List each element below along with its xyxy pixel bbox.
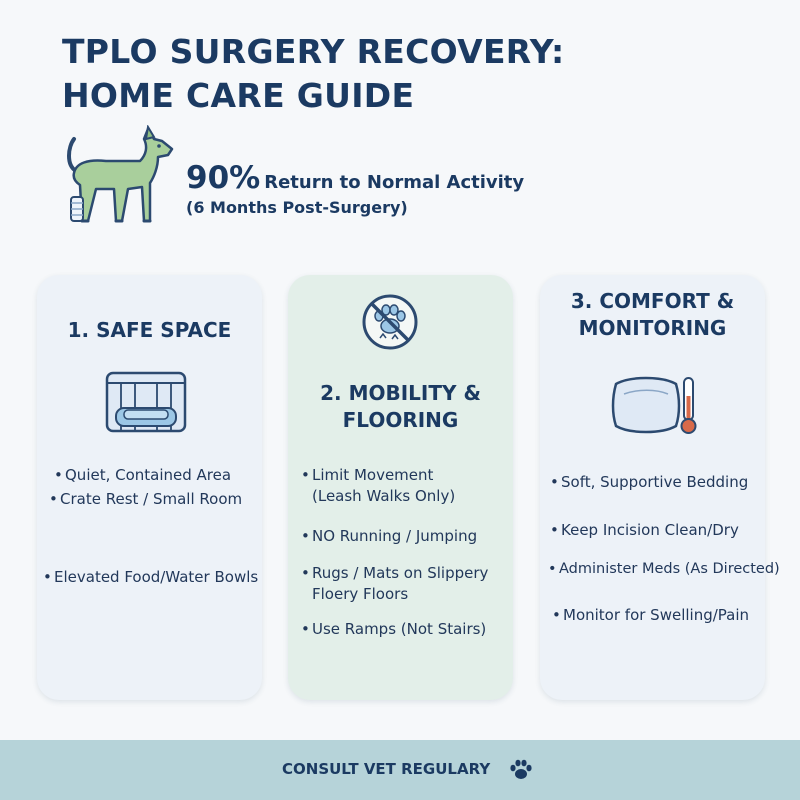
- list-item: • Use Ramps (Not Stairs): [301, 619, 487, 640]
- bullet: •: [301, 527, 310, 545]
- list-item: • Soft, Supportive Bedding: [550, 472, 749, 493]
- list-item: • Crate Rest / Small Room: [49, 489, 243, 510]
- list-item: • Monitor for Swelling/Pain: [552, 605, 750, 626]
- list-item: • Administer Meds (As Directed): [548, 559, 780, 580]
- bullet: •: [49, 490, 58, 508]
- card-mobility-flooring: 2. MOBILITY & FLOORING • Limit Movement …: [288, 275, 513, 700]
- list-item-text: (Leash Walks Only): [312, 487, 456, 505]
- card-heading: 3. COMFORT & MONITORING: [540, 288, 765, 342]
- list-item-text: Soft, Supportive Bedding: [561, 473, 749, 491]
- no-paw-slipping-icon: [362, 294, 418, 350]
- list-item-text: Use Ramps (Not Stairs): [312, 620, 487, 638]
- bullet: •: [43, 568, 52, 586]
- crate-icon: [105, 371, 187, 433]
- stat-label: Return to Normal Activity: [264, 172, 525, 193]
- list-item-text: NO Running / Jumping: [312, 527, 478, 545]
- bandaged-dog-icon: [67, 125, 174, 223]
- card-comfort-monitoring: 3. COMFORT & MONITORING • Soft, Supporti…: [540, 275, 780, 700]
- list-item-text: Administer Meds (As Directed): [559, 561, 780, 577]
- list-item-text: Keep Incision Clean/Dry: [561, 521, 739, 539]
- footer-banner: CONSULT VET REGULARY: [0, 740, 800, 800]
- list-item-text: Elevated Food/Water Bowls: [54, 568, 259, 586]
- list-item: • Limit Movement (Leash Walks Only): [301, 465, 456, 507]
- card-heading-line: 2. MOBILITY &: [320, 381, 481, 405]
- list-item: • Elevated Food/Water Bowls: [43, 567, 259, 588]
- list-item: • Keep Incision Clean/Dry: [550, 520, 739, 541]
- card-heading-line: 1. SAFE SPACE: [67, 318, 232, 342]
- list-item-text: Floery Floors: [312, 585, 409, 603]
- list-item: • NO Running / Jumping: [301, 526, 478, 547]
- list-item-text: Rugs / Mats on Slippery: [312, 564, 489, 582]
- list-item-text: Quiet, Contained Area: [65, 466, 232, 484]
- list-item-text: Crate Rest / Small Room: [60, 490, 243, 508]
- card-heading: 1. SAFE SPACE: [37, 317, 262, 344]
- bullet: •: [301, 466, 310, 484]
- bullet: •: [301, 564, 310, 582]
- list-item-text: Monitor for Swelling/Pain: [563, 606, 750, 624]
- footer-text: CONSULT VET REGULARY: [282, 760, 491, 778]
- recovery-stat: 90%Return to Normal Activity (6 Months P…: [186, 160, 524, 217]
- card-heading-line: 3. COMFORT &: [570, 289, 735, 313]
- bullet: •: [548, 561, 557, 577]
- bullet: •: [550, 521, 559, 539]
- title-line-1: TPLO SURGERY RECOVERY:: [62, 32, 565, 71]
- pillow-thermometer-icon: [611, 376, 697, 434]
- list-item-text: Limit Movement: [312, 466, 434, 484]
- paw-icon: [510, 759, 532, 779]
- bullet: •: [301, 620, 310, 638]
- list-item: • Quiet, Contained Area: [54, 465, 232, 486]
- card-heading-line: MONITORING: [578, 316, 727, 340]
- stat-value: 90%: [186, 160, 261, 196]
- bullet: •: [54, 466, 63, 484]
- card-heading: 2. MOBILITY & FLOORING: [288, 380, 513, 434]
- list-item: • Rugs / Mats on Slippery Floery Floors: [301, 563, 489, 605]
- card-heading-line: FLOORING: [342, 408, 459, 432]
- title-line-2: HOME CARE GUIDE: [62, 76, 415, 115]
- card-safe-space: 1. SAFE SPACE • Quiet, Contained Area • …: [37, 275, 262, 700]
- bullet: •: [550, 473, 559, 491]
- page-title: TPLO SURGERY RECOVERY: HOME CARE GUIDE: [62, 30, 565, 118]
- stat-subtext: (6 Months Post-Surgery): [186, 198, 408, 217]
- bullet: •: [552, 606, 561, 624]
